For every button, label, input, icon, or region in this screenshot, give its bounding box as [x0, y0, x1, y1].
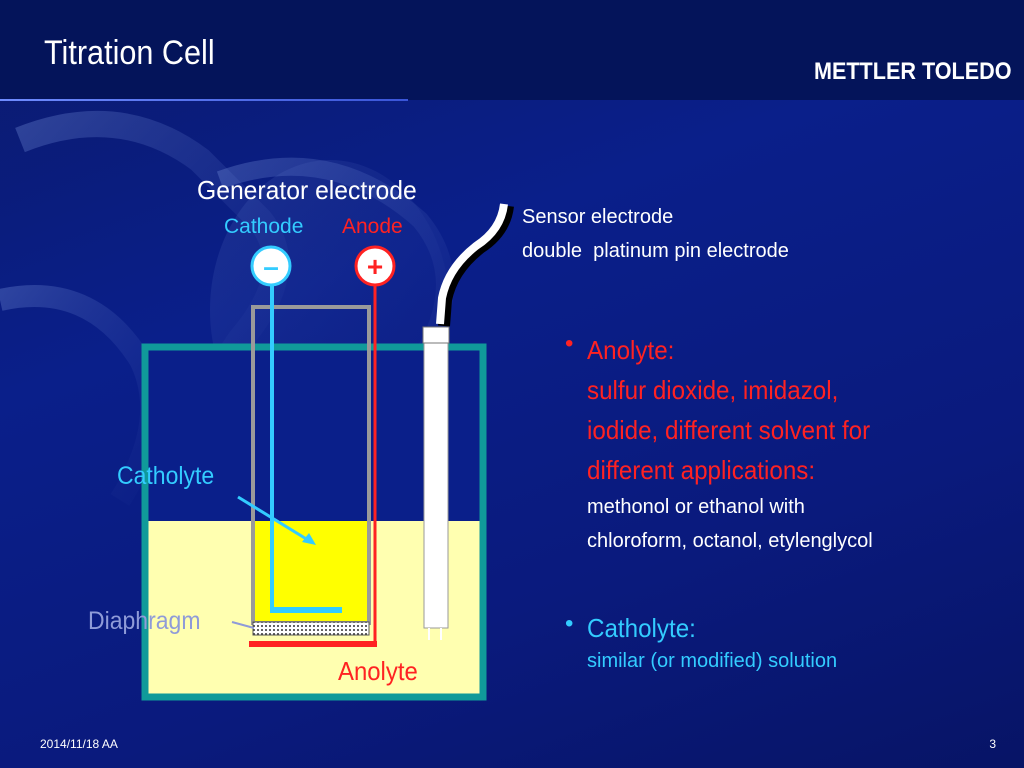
vessel-outline: [141, 343, 487, 701]
bullet-list: • Anolyte: sulfur dioxide, imidazol, iod…: [565, 330, 1015, 676]
diaphragm-pointer: [231, 621, 255, 629]
bullet-dot: •: [565, 330, 574, 357]
header-divider: [0, 99, 408, 101]
catholyte-label: Catholyte: [117, 462, 215, 490]
catholyte-detail: similar (or modified) solution: [587, 650, 838, 672]
catholyte-pointer-line: [237, 495, 309, 542]
sensor-electrode-label: Sensor electrode: [522, 206, 674, 228]
anolyte-line-1: sulfur dioxide, imidazol,: [587, 375, 839, 405]
anolyte-heading: Anolyte:: [587, 335, 675, 365]
minus-symbol: –: [263, 251, 279, 282]
anode-label: Anode: [342, 215, 403, 238]
sensor-electrode-description: double platinum pin electrode: [522, 240, 789, 262]
brand-logo-text: METTLER TOLEDO: [814, 58, 1012, 85]
sensor-electrode-cap: [422, 326, 450, 344]
footer-date: 2014/11/18 AA: [40, 737, 118, 751]
catholyte-heading: Catholyte:: [587, 613, 696, 643]
cathode-terminal: [250, 245, 292, 287]
anolyte-label: Anolyte: [338, 656, 418, 686]
catholyte-pointer-arrow: [302, 533, 316, 545]
bullet-dot: •: [565, 610, 574, 637]
anolyte-line-2: iodide, different solvent for: [587, 415, 871, 445]
diaphragm: [252, 621, 370, 636]
anode-terminal: [354, 245, 396, 287]
diaphragm-label: Diaphragm: [88, 607, 201, 635]
sensor-cable: [436, 203, 508, 325]
cathode-label: Cathode: [224, 215, 304, 238]
anolyte-line-3: different applications:: [587, 455, 816, 485]
anolyte-detail-1: methonol or ethanol with: [587, 496, 805, 518]
slide-title: Titration Cell: [44, 34, 215, 72]
anolyte-detail-2: chloroform, octanol, etylenglycol: [587, 530, 873, 552]
bullet-anolyte: • Anolyte: sulfur dioxide, imidazol, iod…: [565, 330, 1015, 558]
slide-header: [0, 0, 1024, 100]
plus-symbol: +: [367, 251, 383, 282]
page-number: 3: [989, 737, 996, 751]
bullet-catholyte: • Catholyte: similar (or modified) solut…: [565, 610, 1015, 676]
sensor-electrode-body: [423, 326, 449, 629]
generator-electrode-title: Generator electrode: [197, 175, 417, 205]
